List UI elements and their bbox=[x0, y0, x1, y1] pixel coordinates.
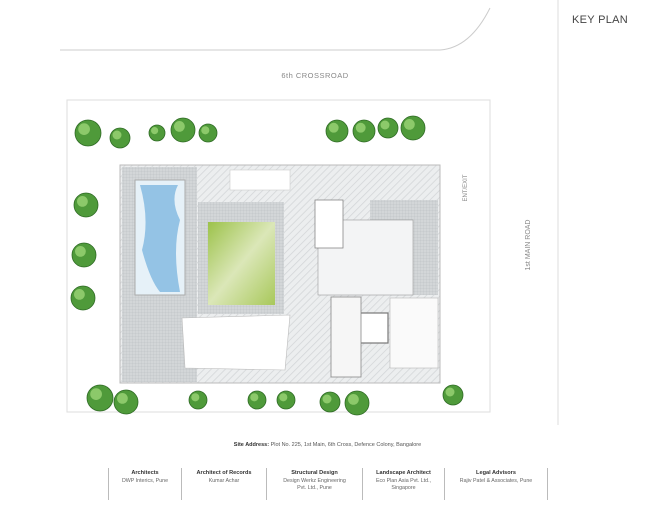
tree-highlight bbox=[90, 388, 102, 400]
credit-line: Pvt. Ltd., Pune bbox=[297, 484, 332, 491]
tree-highlight bbox=[322, 394, 332, 404]
tree-highlight bbox=[75, 246, 86, 257]
road-label-top: 6th CROSSROAD bbox=[281, 71, 348, 80]
tree-highlight bbox=[348, 394, 359, 405]
trees bbox=[70, 115, 464, 416]
lift-core bbox=[359, 312, 389, 344]
credit-title: Legal Advisors bbox=[476, 470, 516, 476]
credit-line: Rajiv Patel & Associates, Pune bbox=[459, 477, 533, 484]
credit-legal-advisors: Legal Advisors Rajiv Patel & Associates,… bbox=[444, 468, 548, 500]
tree-highlight bbox=[380, 120, 390, 130]
tree-highlight bbox=[404, 119, 415, 130]
tree-highlight bbox=[151, 127, 159, 135]
road-edge bbox=[60, 7, 491, 51]
credit-line: Kumar Achar bbox=[208, 477, 240, 484]
service-block bbox=[330, 296, 362, 378]
site-address-label: Site Address: bbox=[233, 442, 270, 448]
tree-highlight bbox=[117, 393, 128, 404]
tree-highlight bbox=[112, 130, 122, 140]
credits-row: Architects DWP Interics, Pune Architect … bbox=[108, 468, 548, 500]
credit-architects: Architects DWP Interics, Pune bbox=[108, 468, 181, 500]
credit-line: Singapore bbox=[391, 484, 416, 491]
tree-highlight bbox=[201, 126, 210, 135]
tree-highlight bbox=[279, 393, 288, 402]
key-plan-label: KEY PLAN bbox=[572, 14, 629, 26]
entrance-label: ENT/EXIT bbox=[463, 174, 469, 201]
tree-highlight bbox=[174, 121, 185, 132]
parking bbox=[389, 297, 439, 369]
credit-architect-of-records: Architect of Records Kumar Achar bbox=[181, 468, 266, 500]
tree-highlight bbox=[78, 123, 90, 135]
tree-highlight bbox=[445, 387, 455, 397]
tree-highlight bbox=[328, 122, 339, 133]
site-plan: 6th CROSSROAD 1st MAIN ROAD ENT/EXIT bbox=[60, 0, 559, 425]
pool-water bbox=[140, 185, 180, 292]
credit-title: Architects bbox=[131, 470, 159, 476]
credit-line: Design Werkz Engineering bbox=[283, 477, 346, 484]
staircase bbox=[314, 199, 344, 249]
road-label-right: 1st MAIN ROAD bbox=[525, 220, 532, 271]
lawn bbox=[208, 222, 275, 305]
credit-title: Architect of Records bbox=[196, 470, 252, 476]
canopy bbox=[181, 314, 291, 371]
site-address: Site Address: Plot No. 225, 1st Main, 6t… bbox=[0, 442, 655, 448]
credit-structural-design: Structural Design Design Werkz Engineeri… bbox=[266, 468, 362, 500]
tree-highlight bbox=[191, 393, 200, 402]
tree-highlight bbox=[355, 122, 366, 133]
credit-line: DWP Interics, Pune bbox=[121, 477, 169, 484]
credit-title: Landscape Architect bbox=[376, 470, 431, 476]
tree-highlight bbox=[250, 393, 259, 402]
credit-landscape-architect: Landscape Architect Eco Plan Asia Pvt. L… bbox=[362, 468, 444, 500]
tree-highlight bbox=[77, 196, 88, 207]
credit-line: Eco Plan Asia Pvt. Ltd., bbox=[375, 477, 432, 484]
plot-boundary bbox=[66, 99, 491, 413]
credit-title: Structural Design bbox=[291, 470, 338, 476]
tree-highlight bbox=[74, 289, 85, 300]
site-address-value: Plot No. 225, 1st Main, 6th Cross, Defen… bbox=[270, 442, 422, 448]
deck bbox=[229, 169, 291, 191]
